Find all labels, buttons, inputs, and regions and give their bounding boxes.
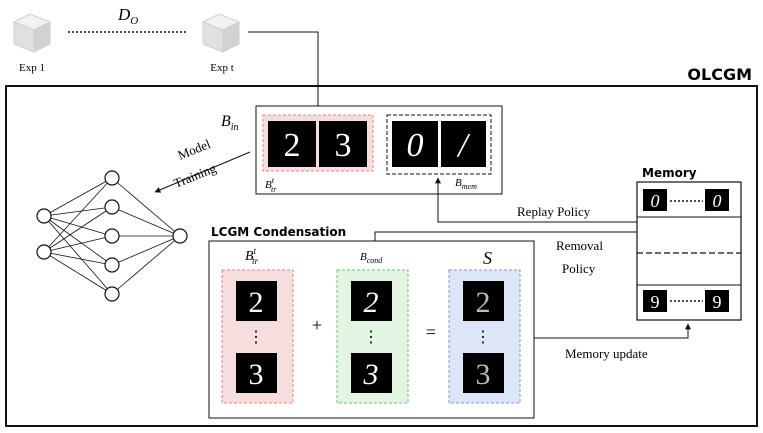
cond-col1-bottom-digit: 3 <box>249 358 264 391</box>
cond-col2-top-digit: 2 <box>364 286 379 319</box>
train-digit-image-2 <box>319 121 367 167</box>
cond-col2-top-image <box>351 281 392 321</box>
cond-col2-dots: ⋮ <box>363 329 379 346</box>
mem-digit-image-2 <box>441 121 486 167</box>
memory-update-label: Memory update <box>565 346 648 361</box>
model-training-line1: Model <box>176 136 213 163</box>
train-digit-2: 3 <box>335 127 352 164</box>
memory-top-digit-image-2 <box>705 189 729 211</box>
memory-title: Memory <box>642 166 697 180</box>
framework-title: OLCGM <box>687 65 752 84</box>
model-training-arrow <box>154 151 251 193</box>
input-batch-label: Bin <box>221 113 239 133</box>
replay-policy-label: Replay Policy <box>517 204 591 219</box>
cond-col1-top-digit: 2 <box>249 286 264 319</box>
memory-bottom-digit-image-1 <box>643 290 667 312</box>
mem-digit-1: 0 <box>407 127 424 164</box>
cond-col1-top-image <box>236 281 277 321</box>
mem-digit-2: / <box>456 127 471 164</box>
memory-bottom-digit-1: 9 <box>651 292 660 312</box>
neural-network <box>36 170 188 302</box>
cond-col3-top-digit: 2 <box>476 286 491 319</box>
condensation-title: LCGM Condensation <box>211 225 346 239</box>
equals-sign: = <box>426 322 436 342</box>
plus-sign: + <box>312 315 322 335</box>
experience-cube-1 <box>12 13 52 53</box>
cond-col2-bottom-image <box>351 353 392 393</box>
train-digit-image-1 <box>268 121 316 167</box>
cond-col3-bottom-image <box>463 353 504 393</box>
cond-col2-bottom-digit: 3 <box>363 358 379 391</box>
removal-policy-line1: Removal <box>556 238 603 253</box>
dataset-label: DO <box>117 5 138 27</box>
cond-col3-top-image <box>463 281 504 321</box>
memory-top-digit-image-1 <box>643 189 667 211</box>
removal-policy-line2: Policy <box>562 261 596 276</box>
cond-col3-bottom-digit: 3 <box>476 358 491 391</box>
experience-label-1: Exp 1 <box>19 62 45 74</box>
stream-to-batch-arrow <box>248 31 321 118</box>
olcgm-frame <box>5 85 758 427</box>
memory-bottom-digit-image-2 <box>705 290 729 312</box>
memory-bottom-digit-2: 9 <box>713 292 722 312</box>
mem-digit-image-1 <box>392 121 438 167</box>
cond-col3-dots: ⋮ <box>475 329 491 346</box>
model-training-line2: Training <box>172 160 219 191</box>
experience-label-t: Exp t <box>210 62 234 74</box>
memory-top-digit-1: 0 <box>651 191 660 211</box>
train-digit-1: 2 <box>284 127 301 164</box>
memory-batch-label: Bmem <box>455 177 477 191</box>
cond-col2-label: Bcond <box>360 251 383 265</box>
cond-col1-dots: ⋮ <box>248 329 264 346</box>
cond-col3-label: S <box>483 248 492 268</box>
memory-update-arrow <box>532 323 691 339</box>
cond-col1-bottom-image <box>236 353 277 393</box>
replay-policy-arrow <box>435 177 637 223</box>
experience-cube-t <box>201 13 241 53</box>
memory-top-digit-2: 0 <box>713 191 722 211</box>
